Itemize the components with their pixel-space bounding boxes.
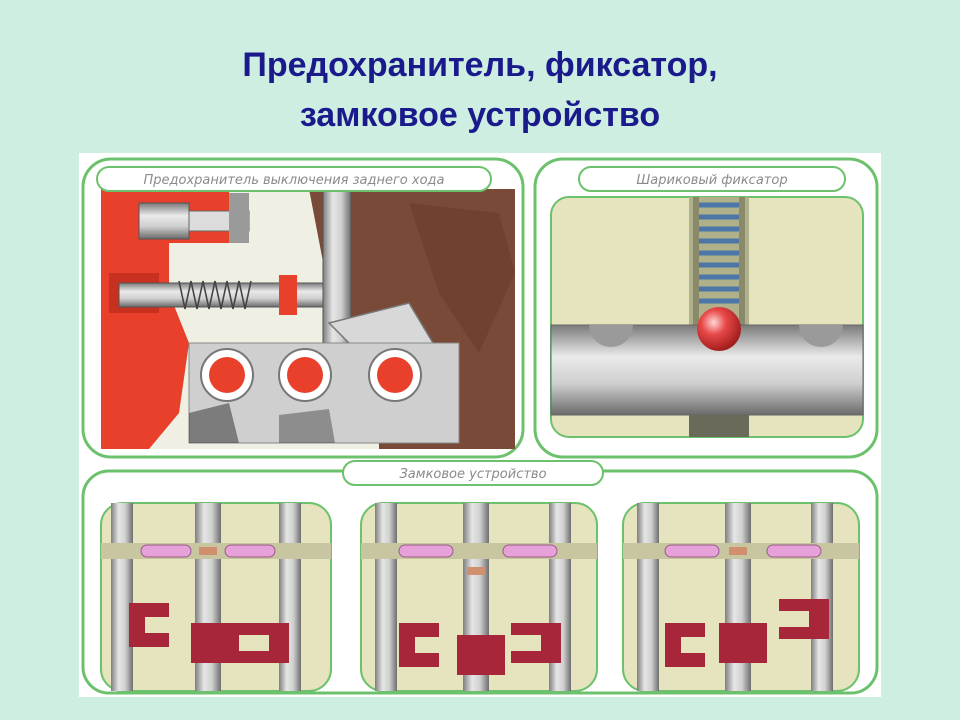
slide-title-line-2: замковое устройство — [299, 96, 661, 134]
panel-ball-detent-label: Шариковый фиксатор — [636, 173, 787, 188]
panel-interlock: Замковое устройство — [81, 460, 879, 695]
panel-reverse-lock-label: Предохранитель выключения заднего хода — [144, 173, 445, 188]
interlock-position-1 — [100, 502, 332, 692]
interlock-position-3 — [622, 502, 860, 692]
panel-ball-detent: Шариковый фиксатор — [533, 157, 879, 459]
slide-title-line-1: Предохранитель, фиксатор, — [242, 46, 718, 84]
shift-rod-heads — [200, 348, 422, 402]
panel-interlock-label: Замковое устройство — [399, 467, 546, 482]
panel-reverse-lock: Предохранитель выключения заднего хода — [81, 157, 525, 459]
interlock-position-2 — [360, 502, 598, 692]
gearbox-mechanisms-figure: Предохранитель выключения заднего хода Ш… — [79, 153, 881, 697]
detent-ball — [697, 307, 741, 351]
detent-spring — [699, 202, 739, 304]
slide-title: Предохранитель, фиксатор, замковое устро… — [0, 40, 960, 140]
